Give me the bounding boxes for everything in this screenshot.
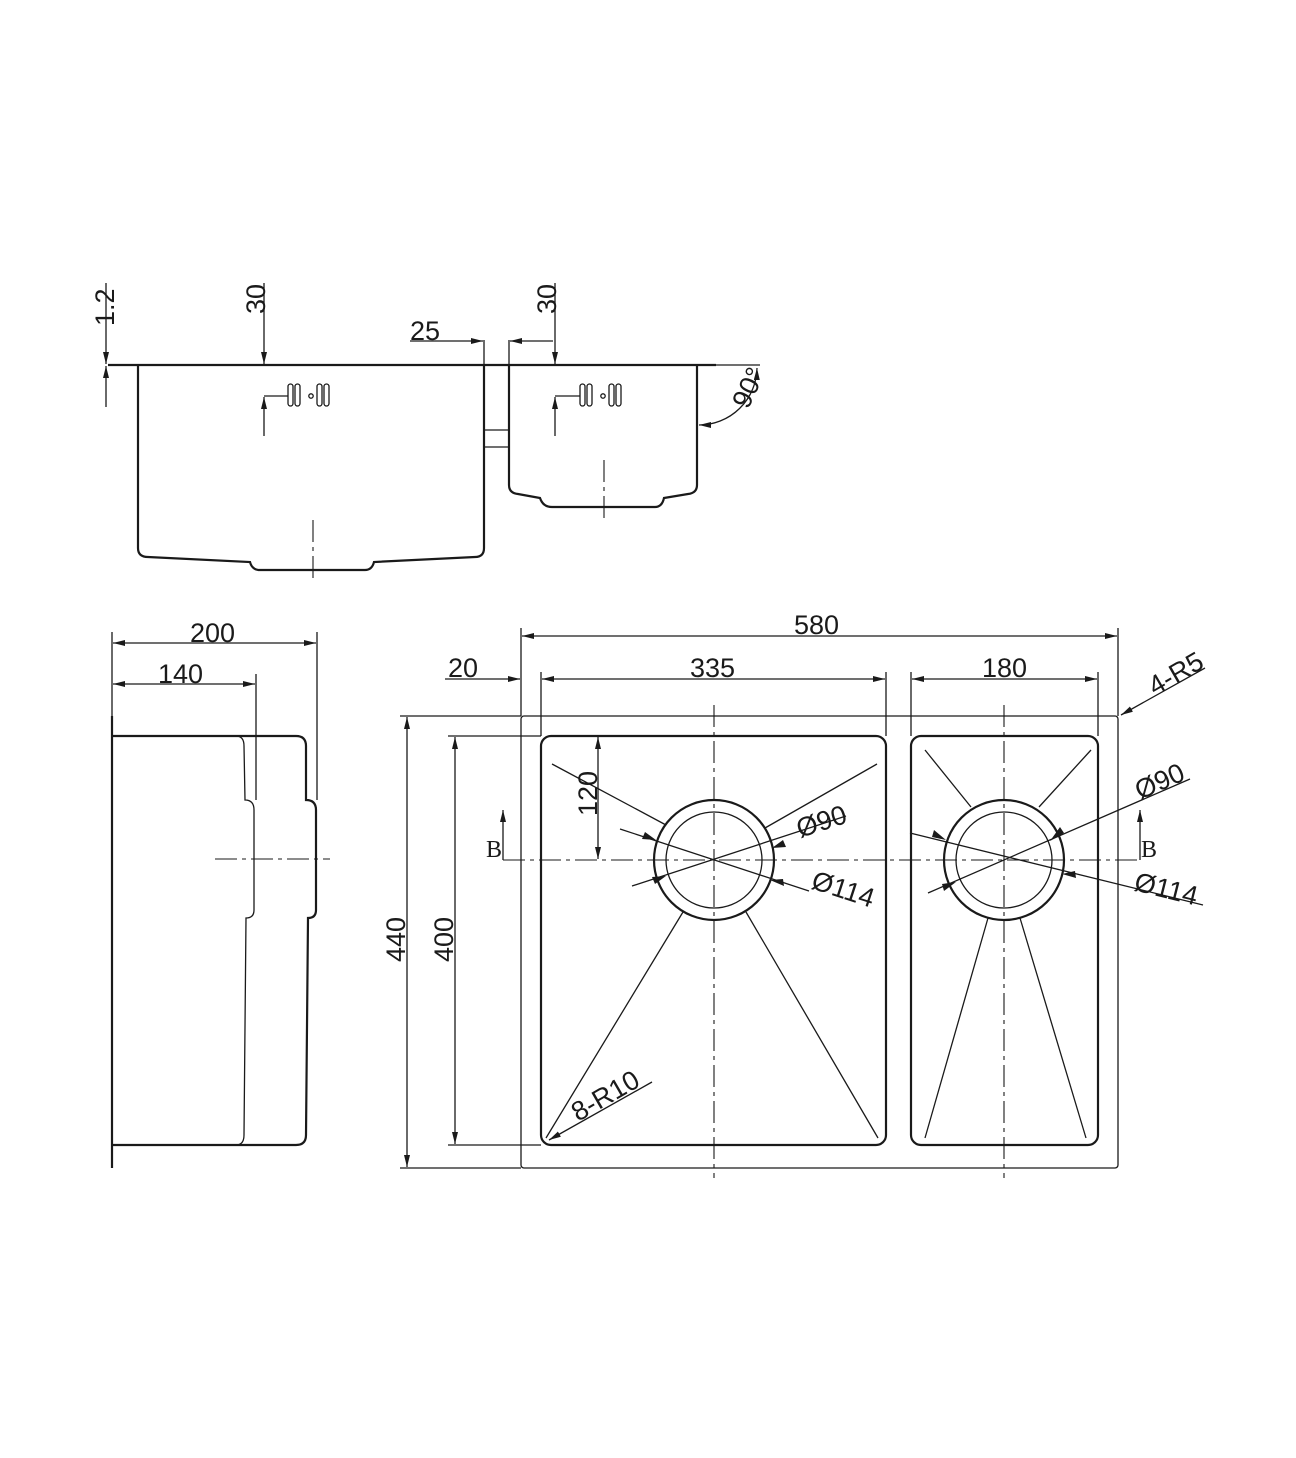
dim-drain-offset: 120 xyxy=(573,771,603,816)
dim-divider: 25 xyxy=(410,316,440,346)
side-view: 200 140 xyxy=(110,618,330,1168)
dim-left-bowl-width: 335 xyxy=(690,653,735,683)
section-mark-left: B xyxy=(486,837,502,863)
dim-left-offset: 20 xyxy=(448,653,478,683)
overflow-slots-right xyxy=(555,383,622,407)
label-inner-radius: 8-R10 xyxy=(566,1064,645,1127)
dim-overflow-right: 30 xyxy=(532,284,562,314)
dim-overall-depth: 440 xyxy=(381,917,411,962)
dim-overall-width: 580 xyxy=(794,610,839,640)
dim-right-bowl-width: 180 xyxy=(982,653,1027,683)
section-view: 1.2 30 30 25 90° xyxy=(90,283,771,578)
label-right-drain-inner: Ø90 xyxy=(1130,757,1189,805)
dim-depth-small: 140 xyxy=(158,659,203,689)
dim-overflow-left: 30 xyxy=(241,284,271,314)
dim-bowl-depth: 400 xyxy=(429,917,459,962)
label-left-drain-outer: Ø114 xyxy=(808,865,878,913)
label-outer-radius: 4-R5 xyxy=(1143,646,1209,701)
top-view: B B Ø90 Ø114 Ø90 Ø114 8-R10 4-R5 580 335… xyxy=(381,610,1209,1178)
right-bowl-profile xyxy=(507,365,699,509)
dim-thickness: 1.2 xyxy=(90,288,120,326)
section-mark-right: B xyxy=(1141,837,1157,863)
left-bowl-profile xyxy=(136,365,486,572)
overflow-slots-left xyxy=(264,383,330,407)
label-right-drain-outer: Ø114 xyxy=(1132,867,1201,912)
label-left-drain-inner: Ø90 xyxy=(793,799,851,843)
outer-flange xyxy=(520,715,1119,1169)
dim-depth-total: 200 xyxy=(190,618,235,648)
dim-angle: 90° xyxy=(726,363,770,413)
